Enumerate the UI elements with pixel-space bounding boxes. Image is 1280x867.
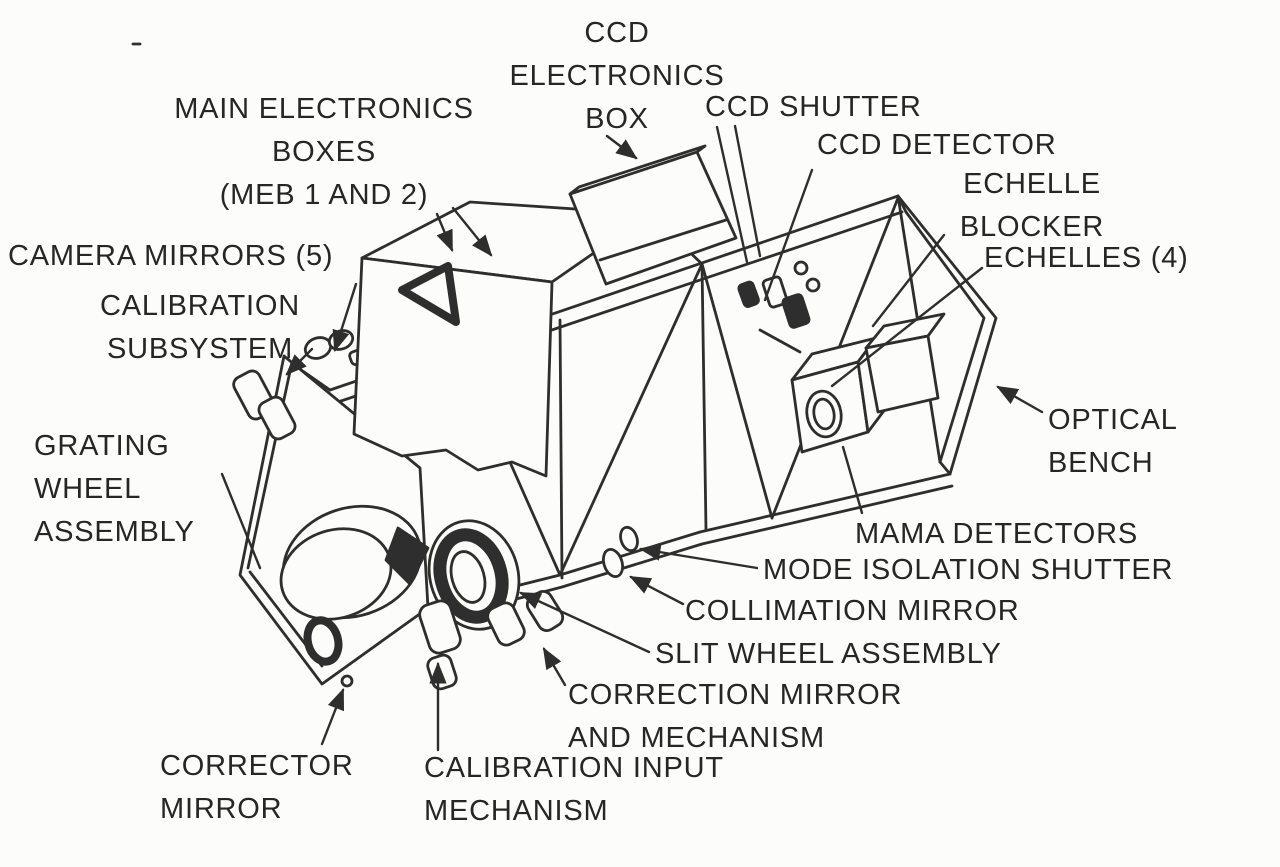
mama-detector-boxes: [792, 314, 944, 452]
label-collimation-mirror: COLLIMATION MIRROR: [685, 595, 1020, 627]
echelle-cluster: [738, 262, 819, 352]
label-main-electronics-boxes: MAIN ELECTRONICS BOXES (MEB 1 AND 2): [174, 93, 474, 211]
label-calibration-subsystem: CALIBRATION SUBSYSTEM: [99, 290, 301, 365]
leader-camera-mirrors: [332, 284, 356, 353]
leader-mama-detectors: [843, 447, 862, 513]
leader-collimation-mirror: [629, 577, 683, 604]
label-ccd-electronics-box: CCD ELECTRONICS BOX: [509, 17, 725, 135]
label-mama-detectors: MAMA DETECTORS: [855, 518, 1138, 550]
leader-optical-bench: [996, 387, 1042, 412]
leader-main-electronics-boxes: [437, 214, 452, 252]
leader-ccd-shutter: [717, 127, 747, 262]
label-optical-bench: OPTICAL BENCH: [1048, 404, 1178, 479]
leader-correction-mirror: [544, 647, 565, 685]
leader-mode-isolation-shutter: [638, 543, 757, 568]
ccd-shutter-part: [738, 281, 760, 308]
label-echelles: ECHELLES (4): [984, 242, 1189, 274]
collimation-mirror-disc: [600, 547, 626, 579]
leader-main-electronics-boxes: [453, 208, 493, 257]
leader-ccd-shutter: [735, 126, 760, 256]
mode-isolation-shutter-disc: [618, 525, 641, 553]
leader-ccd-detector: [765, 170, 812, 300]
label-ccd-detector: CCD DETECTOR: [817, 129, 1057, 161]
grating-wheel: [269, 489, 436, 635]
leader-lines: [222, 126, 1042, 750]
leader-ccd-electronics-box: [607, 136, 638, 160]
label-calibration-input-mechanism: CALIBRATION INPUT MECHANISM: [424, 752, 724, 827]
label-corrector-mirror: CORRECTOR MIRROR: [160, 750, 354, 825]
leader-calibration-subsystem: [285, 349, 312, 376]
corrector-mirror-housing: [303, 617, 352, 686]
slit-wheel: [417, 510, 532, 640]
label-echelle-blocker: ECHELLE BLOCKER: [959, 168, 1105, 243]
leader-echelles: [832, 268, 982, 386]
label-camera-mirrors: CAMERA MIRRORS (5): [8, 240, 334, 272]
leader-corrector-mirror: [322, 687, 343, 744]
ccd-electronics-panel: [570, 146, 736, 284]
main-electronics-box: [354, 202, 702, 476]
label-mode-isolation-shutter: MODE ISOLATION SHUTTER: [763, 554, 1174, 586]
label-grating-wheel-assembly: GRATING WHEEL ASSEMBLY: [34, 430, 195, 548]
leader-grating-wheel-assembly: [222, 474, 260, 568]
label-ccd-shutter: CCD SHUTTER: [705, 91, 922, 123]
label-slit-wheel-assembly: SLIT WHEEL ASSEMBLY: [655, 638, 1002, 670]
label-correction-mirror: CORRECTION MIRROR AND MECHANISM: [568, 679, 903, 754]
leader-slit-wheel-assembly: [519, 593, 649, 652]
calibration-input-cylinder: [417, 598, 463, 655]
leader-echelle-blocker: [873, 235, 944, 326]
calibration-lamps: [231, 368, 298, 442]
